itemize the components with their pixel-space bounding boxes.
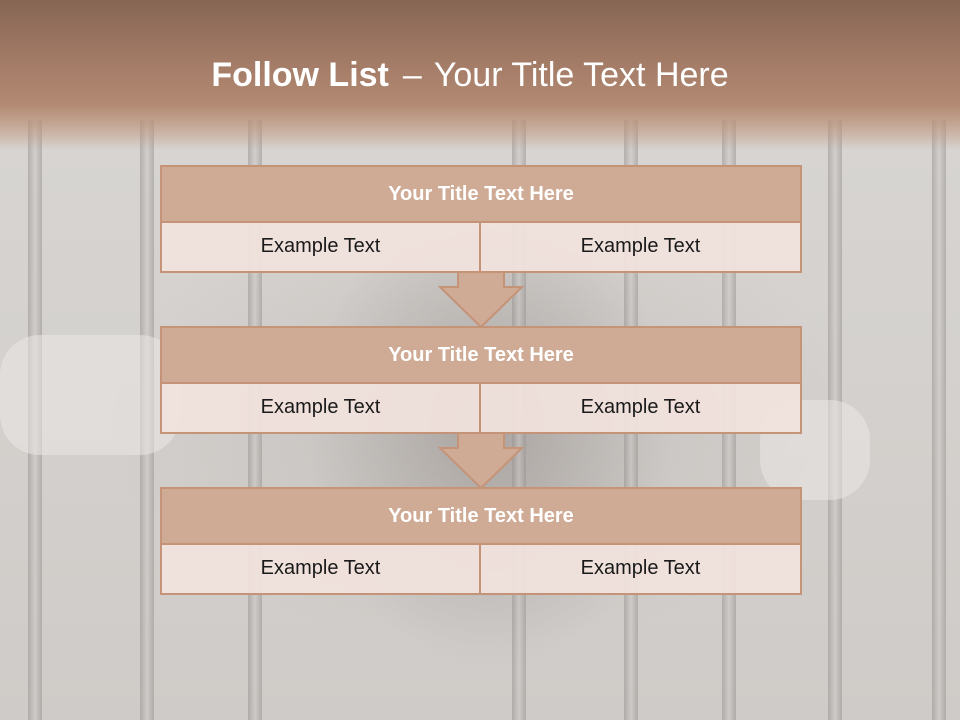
block-cell-right: Example Text xyxy=(479,545,802,595)
list-block-3: Your Title Text Here Example Text Exampl… xyxy=(160,487,802,595)
block-cell-left: Example Text xyxy=(160,384,481,434)
list-block-1: Your Title Text Here Example Text Exampl… xyxy=(160,165,802,273)
block-row: Example Text Example Text xyxy=(160,223,802,273)
block-row: Example Text Example Text xyxy=(160,384,802,434)
block-title: Your Title Text Here xyxy=(160,326,802,384)
down-arrow-icon xyxy=(438,271,524,329)
block-cell-right: Example Text xyxy=(479,384,802,434)
block-title: Your Title Text Here xyxy=(160,487,802,545)
down-arrow-icon xyxy=(438,432,524,490)
jail-bar xyxy=(932,120,946,720)
slide-title-rest: Your Title Text Here xyxy=(433,56,729,94)
header-band xyxy=(0,0,960,150)
list-block-2: Your Title Text Here Example Text Exampl… xyxy=(160,326,802,434)
block-cell-right: Example Text xyxy=(479,223,802,273)
arm-shape xyxy=(0,335,180,455)
block-title: Your Title Text Here xyxy=(160,165,802,223)
slide-title: Follow List–Your Title Text Here xyxy=(0,52,940,98)
block-cell-left: Example Text xyxy=(160,223,481,273)
slide-title-separator: – xyxy=(402,56,422,94)
block-cell-left: Example Text xyxy=(160,545,481,595)
block-row: Example Text Example Text xyxy=(160,545,802,595)
slide-title-bold: Follow List xyxy=(211,56,389,94)
